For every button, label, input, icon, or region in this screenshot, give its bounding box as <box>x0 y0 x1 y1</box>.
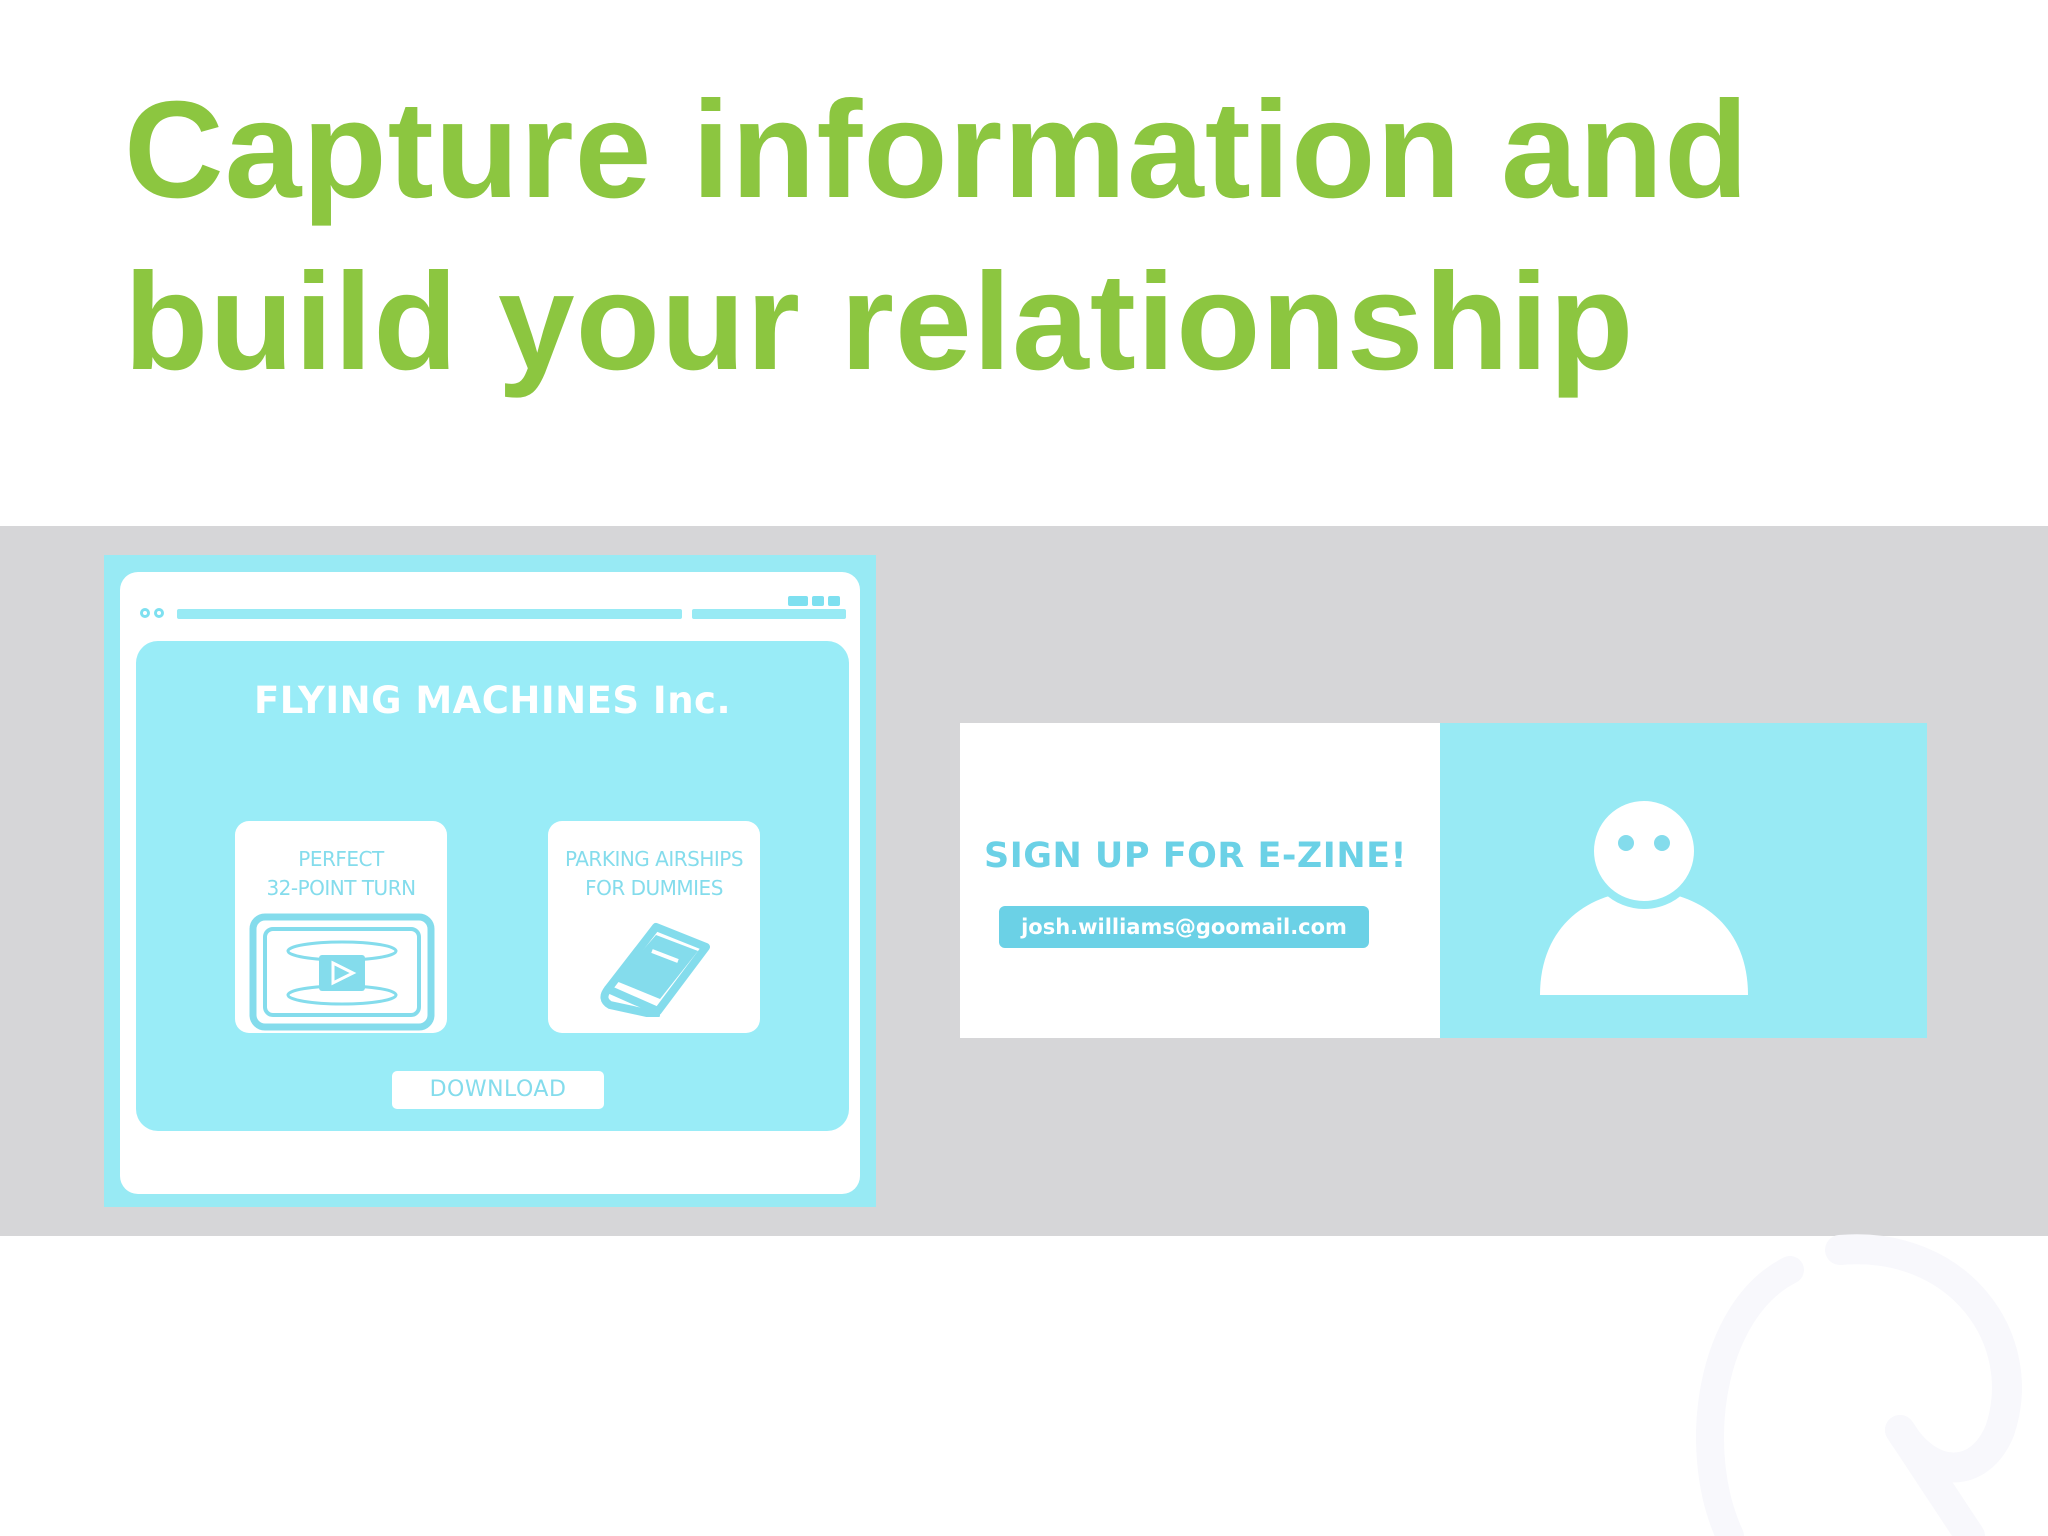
window-dot-icon <box>140 608 150 618</box>
card-label: PERFECT 32-POINT TURN <box>235 845 447 903</box>
title-line-1: Capture information and <box>124 73 1750 227</box>
website-content-panel: FLYING MACHINES Inc. PERFECT 32-POINT TU… <box>136 641 849 1131</box>
card-label-line-2: 32-POINT TURN <box>266 876 416 900</box>
download-button[interactable]: DOWNLOAD <box>392 1071 604 1109</box>
search-bar <box>692 609 846 619</box>
address-bar <box>177 609 682 619</box>
company-name: FLYING MACHINES Inc. <box>253 679 732 722</box>
book-icon <box>600 923 710 1017</box>
website-mockup: FLYING MACHINES Inc. PERFECT 32-POINT TU… <box>104 555 876 1207</box>
maximize-icon <box>812 596 824 606</box>
slide-title: Capture information and build your relat… <box>124 64 1749 408</box>
minimize-icon <box>788 596 808 606</box>
card-label-line-1: PERFECT <box>298 847 384 871</box>
card-label-line-2: FOR DUMMIES <box>585 876 723 900</box>
content-card-book[interactable]: PARKING AIRSHIPS FOR DUMMIES <box>548 821 760 1033</box>
card-label: PARKING AIRSHIPS FOR DUMMIES <box>548 845 760 903</box>
signup-heading: SIGN UP FOR E-ZINE! <box>984 836 1407 876</box>
avatar-panel <box>1440 723 1927 1038</box>
card-label-line-1: PARKING AIRSHIPS <box>564 847 744 871</box>
email-field[interactable] <box>999 906 1369 948</box>
watermark-logo-icon <box>1696 1234 2022 1536</box>
signup-card: SIGN UP FOR E-ZINE! <box>960 723 1927 1038</box>
user-avatar-icon <box>1540 795 1748 995</box>
window-dot-icon <box>154 608 164 618</box>
close-icon <box>828 596 840 606</box>
content-card-video[interactable]: PERFECT 32-POINT TURN <box>235 821 447 1033</box>
video-play-icon <box>249 913 435 1031</box>
signup-form: SIGN UP FOR E-ZINE! <box>960 723 1440 1038</box>
title-line-2: build your relationship <box>124 245 1635 399</box>
